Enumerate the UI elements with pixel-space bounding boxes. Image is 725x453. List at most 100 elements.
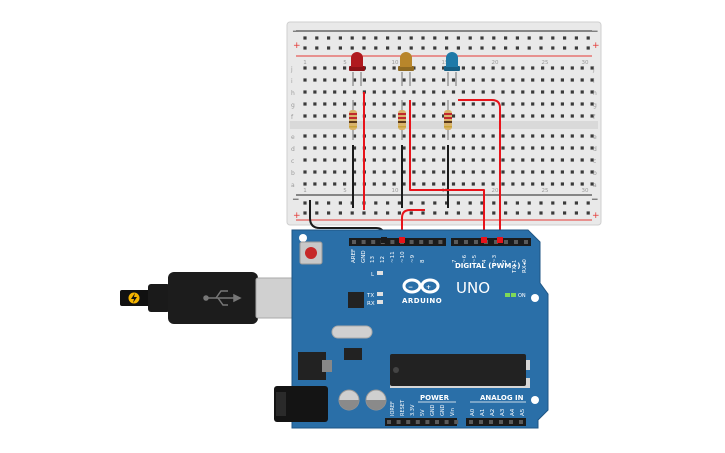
breadboard-hole[interactable] <box>343 66 347 70</box>
breadboard-hole[interactable] <box>451 158 456 162</box>
breadboard-hole[interactable] <box>392 102 396 106</box>
breadboard-hole[interactable] <box>471 114 475 118</box>
breadboard-hole[interactable] <box>412 146 416 150</box>
rail-hole[interactable] <box>327 201 331 205</box>
breadboard-hole[interactable] <box>432 158 436 162</box>
breadboard-hole[interactable] <box>323 66 327 70</box>
breadboard-hole[interactable] <box>541 182 545 186</box>
breadboard-hole[interactable] <box>471 78 475 82</box>
breadboard-hole[interactable] <box>570 90 574 94</box>
breadboard-hole[interactable] <box>412 170 416 174</box>
breadboard-hole[interactable] <box>303 146 307 150</box>
rail-hole[interactable] <box>527 46 531 50</box>
breadboard-hole[interactable] <box>541 66 545 70</box>
rail-hole[interactable] <box>362 36 366 40</box>
breadboard-hole[interactable] <box>580 146 584 150</box>
rail-hole[interactable] <box>563 201 567 205</box>
breadboard-hole[interactable] <box>333 182 337 186</box>
breadboard-hole[interactable] <box>372 134 376 138</box>
breadboard-hole[interactable] <box>541 102 545 106</box>
rail-hole[interactable] <box>315 46 319 50</box>
breadboard-hole[interactable] <box>442 134 446 138</box>
breadboard-hole[interactable] <box>511 102 515 106</box>
breadboard-hole[interactable] <box>451 170 456 174</box>
breadboard-hole[interactable] <box>303 134 307 138</box>
rail-hole[interactable] <box>504 201 508 205</box>
breadboard-hole[interactable] <box>590 146 594 150</box>
breadboard-hole[interactable] <box>392 66 396 70</box>
rail-hole[interactable] <box>397 201 401 205</box>
rail-hole[interactable] <box>303 36 307 40</box>
breadboard-hole[interactable] <box>531 170 535 174</box>
breadboard-hole[interactable] <box>471 90 475 94</box>
breadboard-hole[interactable] <box>560 146 564 150</box>
breadboard-hole[interactable] <box>343 158 347 162</box>
rail-hole[interactable] <box>397 211 401 215</box>
header-pin[interactable] <box>371 240 376 244</box>
breadboard-hole[interactable] <box>372 182 376 186</box>
breadboard-hole[interactable] <box>382 78 386 82</box>
breadboard-hole[interactable] <box>432 146 436 150</box>
breadboard-hole[interactable] <box>343 170 347 174</box>
rail-hole[interactable] <box>445 201 449 205</box>
breadboard-hole[interactable] <box>501 134 505 138</box>
rail-hole[interactable] <box>374 201 378 205</box>
breadboard-hole[interactable] <box>313 102 317 106</box>
rail-hole[interactable] <box>504 36 508 40</box>
breadboard-hole[interactable] <box>491 78 495 82</box>
breadboard-hole[interactable] <box>343 90 347 94</box>
breadboard-hole[interactable] <box>461 90 465 94</box>
breadboard-hole[interactable] <box>521 102 525 106</box>
breadboard-hole[interactable] <box>343 102 347 106</box>
breadboard-hole[interactable] <box>550 134 555 138</box>
breadboard-hole[interactable] <box>471 146 475 150</box>
rail-hole[interactable] <box>421 201 425 205</box>
breadboard-hole[interactable] <box>511 90 515 94</box>
rail-hole[interactable] <box>327 211 331 215</box>
header-pin[interactable] <box>469 420 473 424</box>
header-pin[interactable] <box>352 240 356 244</box>
header-pin[interactable] <box>438 240 443 244</box>
header-pin[interactable] <box>519 420 523 424</box>
header-pin[interactable] <box>396 420 401 424</box>
breadboard-hole[interactable] <box>550 146 555 150</box>
breadboard-hole[interactable] <box>333 90 337 94</box>
breadboard-hole[interactable] <box>451 146 456 150</box>
breadboard-hole[interactable] <box>432 182 436 186</box>
breadboard-hole[interactable] <box>372 146 376 150</box>
breadboard-hole[interactable] <box>590 134 594 138</box>
breadboard-hole[interactable] <box>303 158 307 162</box>
breadboard-hole[interactable] <box>432 78 436 82</box>
breadboard-hole[interactable] <box>412 134 416 138</box>
breadboard-hole[interactable] <box>372 78 376 82</box>
breadboard-hole[interactable] <box>392 182 396 186</box>
header-pin[interactable] <box>474 240 478 244</box>
rail-hole[interactable] <box>303 46 307 50</box>
header-pin[interactable] <box>390 240 395 244</box>
breadboard-hole[interactable] <box>392 146 396 150</box>
breadboard-hole[interactable] <box>382 114 386 118</box>
rail-hole[interactable] <box>563 46 567 50</box>
breadboard-hole[interactable] <box>343 114 347 118</box>
breadboard-hole[interactable] <box>323 170 327 174</box>
breadboard-hole[interactable] <box>560 102 564 106</box>
header-pin[interactable] <box>444 420 449 424</box>
breadboard-hole[interactable] <box>580 66 584 70</box>
breadboard-hole[interactable] <box>461 170 465 174</box>
breadboard-hole[interactable] <box>422 146 426 150</box>
breadboard-hole[interactable] <box>303 78 307 82</box>
breadboard-hole[interactable] <box>521 170 525 174</box>
breadboard-hole[interactable] <box>511 134 515 138</box>
breadboard-hole[interactable] <box>422 134 426 138</box>
rail-hole[interactable] <box>303 211 307 215</box>
breadboard-hole[interactable] <box>442 158 446 162</box>
header-pin[interactable] <box>406 420 411 424</box>
breadboard-hole[interactable] <box>461 182 465 186</box>
breadboard-hole[interactable] <box>442 170 446 174</box>
breadboard-hole[interactable] <box>461 114 465 118</box>
breadboard-hole[interactable] <box>323 78 327 82</box>
breadboard-hole[interactable] <box>412 114 416 118</box>
rail-hole[interactable] <box>480 46 484 50</box>
rail-hole[interactable] <box>315 36 319 40</box>
rail-hole[interactable] <box>386 201 390 205</box>
